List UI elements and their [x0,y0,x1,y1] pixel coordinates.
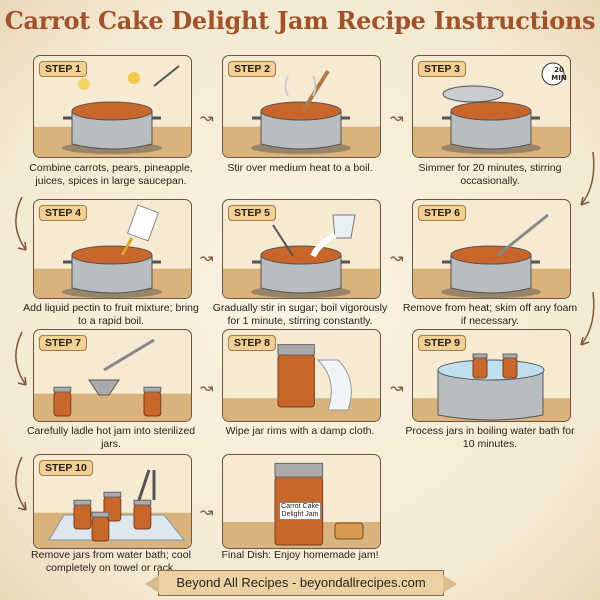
step-caption: Stir over medium heat to a boil. [227,162,373,174]
jar-icon [502,353,518,379]
pot-icon [450,254,532,294]
pot-icon [71,110,153,150]
step-illustration [223,69,380,157]
next-arrow-icon: ↝ [200,108,214,127]
step-6-panel: STEP 6 [412,199,571,299]
next-arrow-icon: ↝ [390,378,404,397]
step-badge: STEP 6 [418,205,466,221]
wrap-arrow-icon [580,151,595,206]
step-illustration [34,469,191,548]
step-badge: STEP 9 [418,335,466,351]
step-caption: Simmer for 20 minutes, stirring occasion… [418,162,562,187]
jar-icon [133,499,152,530]
jam-surface [260,245,342,265]
jar-icon [73,499,92,530]
step-caption: Combine carrots, pears, pineapple, juice… [29,162,193,187]
next-arrow-icon: ↝ [390,108,404,127]
step-2-panel: STEP 2 [222,55,381,158]
step-illustration [223,462,380,548]
step-illustration [34,338,191,421]
step-badge: STEP 4 [39,205,87,221]
pot-icon [450,110,532,150]
step-caption: Process jars in boiling water bath for 1… [405,425,575,450]
step-1-panel: STEP 1 [33,55,192,158]
footer-banner: Beyond All Recipes - beyondallrecipes.co… [145,570,457,596]
step-caption: Add liquid pectin to fruit mixture; brin… [23,302,199,327]
wrap-arrow-icon [15,196,27,251]
step-illustration [413,62,570,157]
step-8-panel: STEP 8 [222,329,381,422]
jar-icon [143,386,162,417]
jam-surface [71,101,153,121]
wrap-arrow-icon [15,456,27,511]
pot-icon [71,254,153,294]
step-7-panel: STEP 7 [33,329,192,422]
step-illustration [223,344,380,421]
jam-surface [450,245,532,265]
step-caption: Wipe jar rims with a damp cloth. [225,425,375,437]
step-badge: STEP 2 [228,61,276,77]
step-badge: STEP 8 [228,335,276,351]
step-caption: Carefully ladle hot jam into sterilized … [26,425,196,450]
next-arrow-icon: ↝ [390,248,404,267]
step-caption: Gradually stir in sugar; boil vigorously… [212,302,388,327]
step-caption: Remove from heat; skim off any foam if n… [402,302,578,327]
timer-unit: MIN [551,74,567,82]
step-illustration [223,214,380,298]
next-arrow-icon: ↝ [200,378,214,397]
step-caption: Final Dish: Enjoy homemade jam! [221,549,379,561]
canner-pot [437,369,544,421]
jar-icon [277,344,315,408]
step-illustration [413,353,570,421]
step-10-panel: STEP 10 [33,454,192,549]
jam-surface [71,245,153,265]
pot-icon [260,254,342,294]
jar-icon [91,511,110,542]
page-title: Carrot Cake Delight Jam Recipe Instructi… [4,6,596,35]
next-arrow-icon: ↝ [200,248,214,267]
step-5-panel: STEP 5 [222,199,381,299]
step-illustration [413,213,570,298]
pot-icon [260,110,342,150]
step-badge: STEP 3 [418,61,466,77]
step-illustration [34,204,191,298]
timer-value: 20 [554,66,564,74]
jar-icon [53,386,72,417]
step-caption: Remove jars from water bath; cool comple… [31,549,191,574]
jam-surface [450,101,532,121]
step-4-panel: STEP 4 [33,199,192,299]
jam-surface [260,101,342,121]
next-arrow-icon: ↝ [200,502,214,521]
jar-label: Carrot Cake Delight Jam [279,502,321,520]
final-dish-panel: Carrot Cake Delight Jam [222,454,381,549]
step-badge: STEP 7 [39,335,87,351]
wrap-arrow-icon [15,331,27,386]
step-badge: STEP 10 [39,460,93,476]
wrap-arrow-icon [580,291,595,346]
jar-icon [472,353,488,379]
step-9-panel: STEP 9 [412,329,571,422]
step-badge: STEP 1 [39,61,87,77]
step-illustration [34,65,191,157]
step-badge: STEP 5 [228,205,276,221]
